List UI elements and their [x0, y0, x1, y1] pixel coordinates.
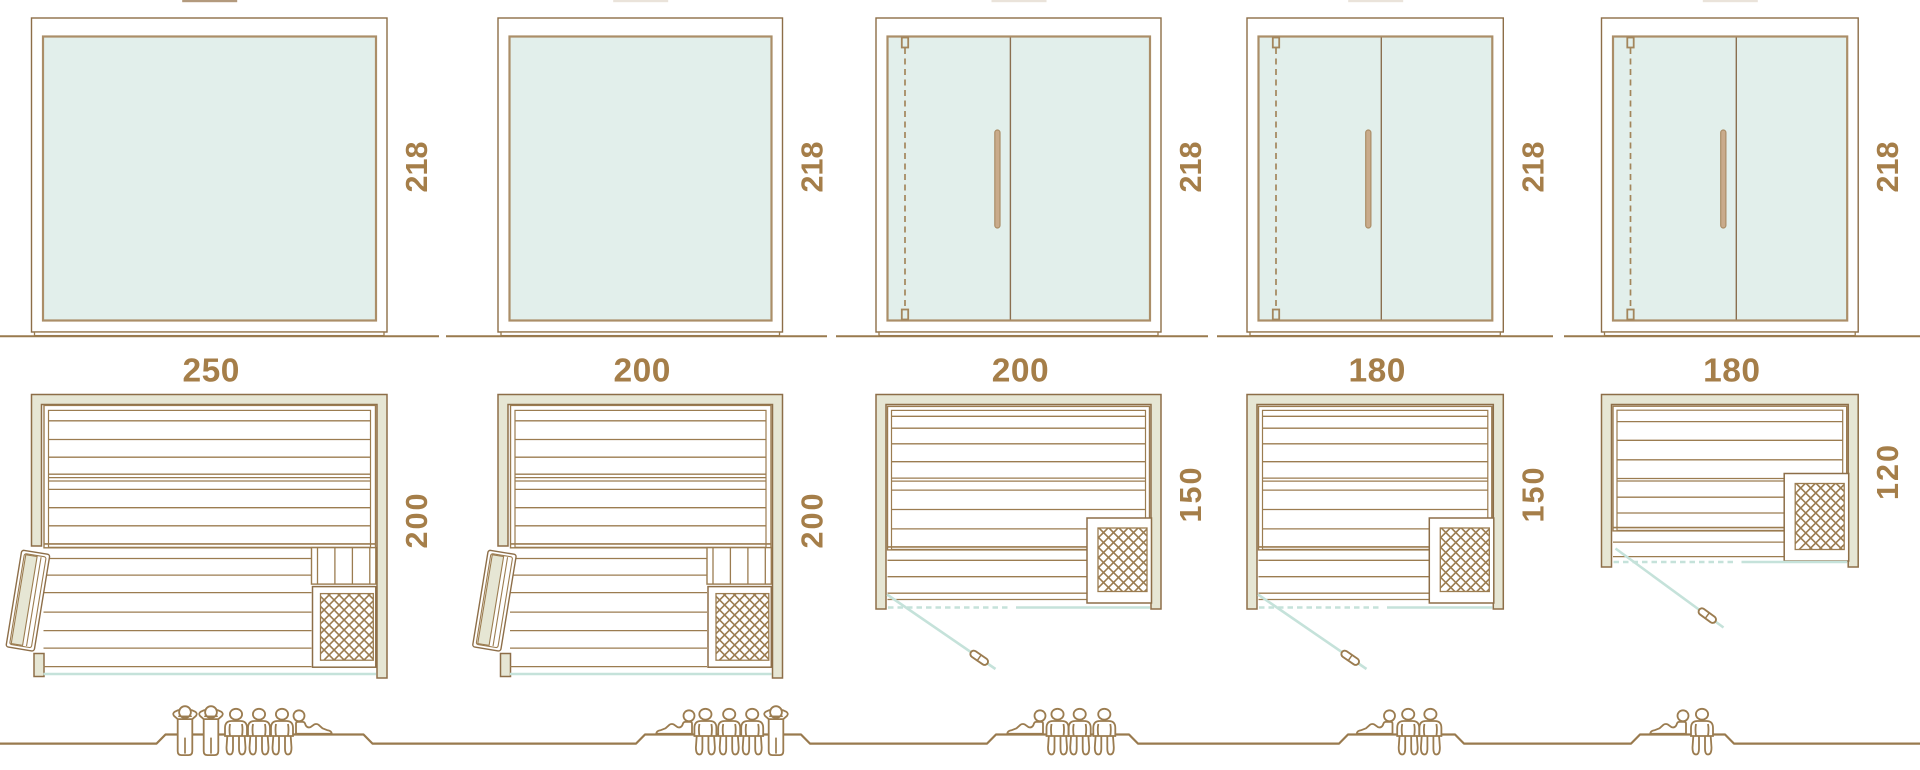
- svg-text:200: 200: [400, 492, 434, 549]
- svg-text:218: 218: [400, 142, 434, 193]
- svg-text:180: 180: [1348, 353, 1405, 390]
- svg-text:250: 250: [182, 353, 239, 390]
- svg-text:200: 200: [613, 353, 670, 390]
- svg-text:150: 150: [1174, 466, 1208, 523]
- svg-text:218: 218: [1174, 142, 1208, 193]
- svg-text:150: 150: [1516, 466, 1550, 523]
- svg-text:200: 200: [796, 492, 830, 549]
- svg-text:218: 218: [796, 142, 830, 193]
- svg-text:120: 120: [1871, 443, 1905, 500]
- svg-text:200: 200: [992, 353, 1049, 390]
- svg-text:218: 218: [1516, 142, 1550, 193]
- svg-text:218: 218: [1871, 142, 1905, 193]
- svg-text:180: 180: [1703, 353, 1760, 390]
